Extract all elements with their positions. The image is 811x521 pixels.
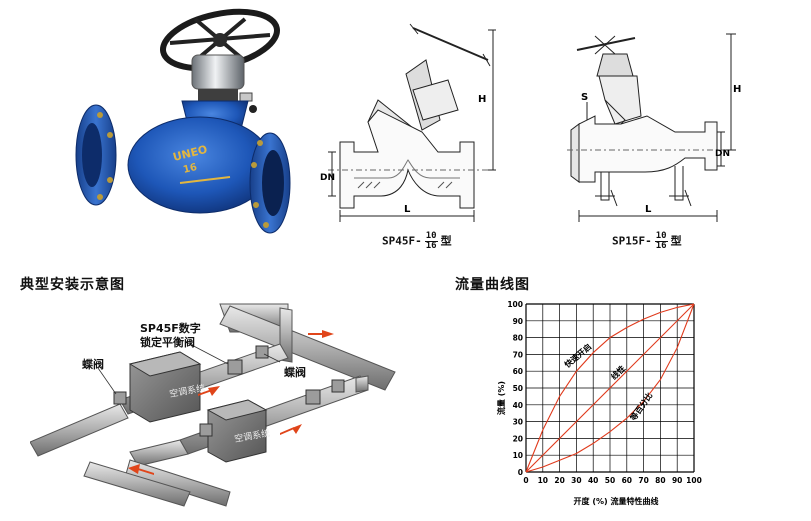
chart-series-line-2 <box>525 303 695 473</box>
flow-arrow-top <box>308 330 334 338</box>
dim-l-label: L <box>404 204 411 215</box>
chart-y-tick-label: 100 <box>507 300 523 309</box>
dim-dn-label: DN <box>320 173 335 183</box>
dim-dn-label: DN <box>715 149 730 159</box>
chart-y-tick-label: 20 <box>513 434 523 443</box>
chart-series-line-1 <box>525 303 695 473</box>
sp45-pressure-bottom: 16 <box>425 241 437 251</box>
flow-arrow-mid <box>198 386 220 396</box>
valve-photo: UNEO 16 <box>75 8 291 234</box>
dim-l-label: L <box>645 204 652 215</box>
chart-y-tick-label: 80 <box>513 334 523 343</box>
chart-y-tick-label: 70 <box>513 350 523 359</box>
install-diagram: 空调系统 空调系统 <box>30 303 396 507</box>
flow-arrow-bottom <box>128 464 154 475</box>
butterfly-valve-left <box>113 391 127 405</box>
label-butterfly-left: 蝶阀 <box>82 358 104 371</box>
chart-x-tick-label: 80 <box>655 476 665 485</box>
chart-series-label-1: 线性 <box>609 363 627 381</box>
chart-y-tick-label: 90 <box>513 317 523 326</box>
dim-h-label: H <box>478 94 486 105</box>
chart-y-tick-label: 0 <box>518 468 523 477</box>
chart-x-tick-label: 40 <box>588 476 598 485</box>
chart-x-tick-label: 10 <box>538 476 548 485</box>
chart-x-tick-label: 70 <box>638 476 648 485</box>
sp45-pressure-top: 10 <box>424 231 438 242</box>
chart-y-axis-label: 流量 (%) <box>496 381 506 415</box>
chart-series-line-0 <box>525 303 695 473</box>
chart-y-tick-label: 50 <box>513 384 523 393</box>
dim-s-label: S <box>581 92 588 103</box>
butterfly-valve-lower <box>199 423 213 437</box>
chart-series-label-0: 快速开启 <box>562 341 593 369</box>
chart-x-tick-label: 100 <box>686 476 702 485</box>
chart-x-tick-label: 90 <box>672 476 682 485</box>
chart-title: 流量曲线图 <box>455 277 530 293</box>
sp15-model: SP15F- <box>612 234 652 248</box>
chart-y-tick-label: 10 <box>513 451 523 460</box>
balance-valve-upper <box>227 359 243 375</box>
chart-x-tick-label: 20 <box>554 476 564 485</box>
chart-series-label-2: 等百分比 <box>627 390 654 423</box>
install-title: 典型安装示意图 <box>20 277 125 293</box>
flow-arrow-right <box>280 424 302 435</box>
flow-chart: 0 10 20 30 40 50 60 70 80 90 100 0 10 20 30 40 50 60 70 80… <box>496 300 702 506</box>
chart-y-tick-label: 30 <box>513 418 523 427</box>
chart-x-tick-label: 60 <box>622 476 632 485</box>
label-butterfly-right: 蝶阀 <box>284 366 306 379</box>
chart-x-tick-label: 50 <box>605 476 615 485</box>
pressure-marking: 16 <box>182 162 198 176</box>
chart-x-axis-label: 开度 (%) 流量特性曲线 <box>574 496 659 506</box>
sp45-drawing: H DN L <box>320 23 496 222</box>
sp15-suffix: 型 <box>670 234 682 248</box>
label-balance-valve-line2: 锁定平衡阀 <box>140 336 195 349</box>
label-balance-valve-line1: SP45F数字 <box>140 322 201 335</box>
butterfly-valve-lower-right <box>331 379 345 393</box>
balance-valve-lower <box>305 389 321 405</box>
sp15-pressure-top: 10 <box>654 231 668 242</box>
chart-y-tick-label: 40 <box>513 401 523 410</box>
sp45-suffix: 型 <box>440 234 452 248</box>
chart-x-tick-label: 0 <box>523 476 528 485</box>
dim-h-label: H <box>733 84 741 95</box>
label-balance-valve: SP45F数字 锁定平衡阀 <box>140 322 201 350</box>
butterfly-valve-upper <box>255 345 269 359</box>
ac-unit-lower: 空调系统 <box>206 399 271 463</box>
ac-unit-upper: 空调系统 <box>128 351 206 423</box>
chart-x-tick-label: 30 <box>571 476 581 485</box>
chart-y-tick-label: 60 <box>513 367 523 376</box>
sp15-drawing: S H DN L <box>567 33 741 222</box>
sp45-model: SP45F- <box>382 234 422 248</box>
sp15-pressure-bottom: 16 <box>655 241 667 251</box>
